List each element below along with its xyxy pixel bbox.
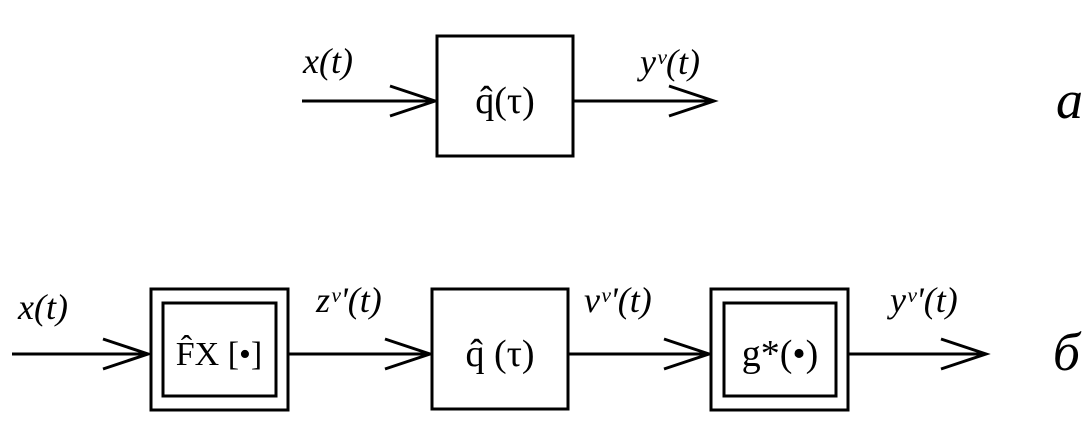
distribution-block-inner <box>161 301 278 398</box>
inverse-block-inner <box>722 301 838 398</box>
filter-block-a <box>435 34 575 158</box>
inverse-label: g*(•) <box>742 333 819 375</box>
input-arrowhead-a <box>389 84 440 118</box>
v-arrowhead <box>663 337 714 371</box>
filter-block-b <box>430 287 570 411</box>
output-label-a: yᵛ(t) <box>637 42 700 82</box>
z-label: zᵛʹ(t) <box>315 280 382 320</box>
output-arrowhead-b <box>940 337 991 371</box>
output-label-b: yᵛʹ(t) <box>887 280 958 320</box>
input-label-b: x(t) <box>17 287 68 327</box>
filter-label-b: q̂ (τ) <box>465 333 534 375</box>
output-arrowhead-a <box>668 84 719 118</box>
filter-label-a: q̂(τ) <box>475 80 535 122</box>
input-label-a: x(t) <box>302 41 353 81</box>
diagram-b: x(t) F̂X [•] zᵛʹ(t) q̂ (τ) vᵛʹ(t) g*(•) … <box>12 280 1082 412</box>
diagram-a: x(t) q̂(τ) yᵛ(t) a <box>302 34 1083 158</box>
input-arrowhead-b <box>102 337 153 371</box>
distribution-label: F̂X [•] <box>176 334 263 373</box>
tag-b: б <box>1053 322 1082 382</box>
z-arrowhead <box>384 337 435 371</box>
v-label: vᵛʹ(t) <box>584 280 652 320</box>
tag-a: a <box>1056 70 1083 130</box>
